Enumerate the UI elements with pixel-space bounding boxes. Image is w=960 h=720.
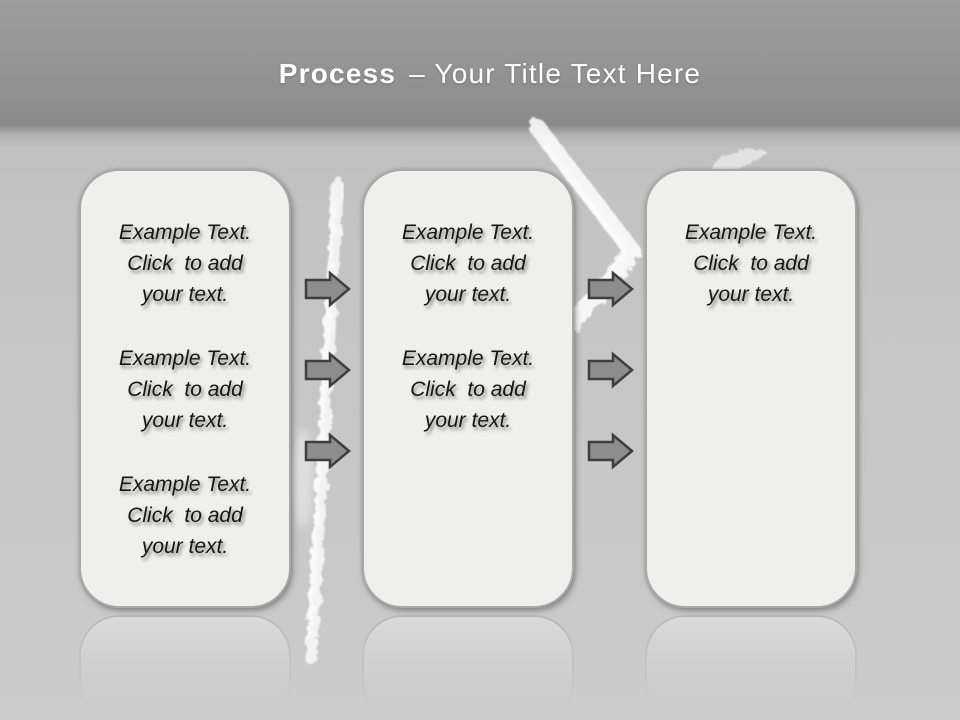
process-step-3-card: Example Text. Click to add your text. [645, 169, 857, 608]
text-placeholder[interactable]: Example Text. Click to add your text. [364, 217, 572, 310]
placeholder-line: your text. [141, 409, 229, 432]
card-reflection [645, 615, 857, 720]
placeholder-line: Click to add [410, 252, 526, 275]
placeholder-line: Click to add [693, 252, 809, 275]
arrow-right-icon [587, 270, 634, 308]
chalk-vertical-streak-icon [305, 177, 344, 664]
placeholder-line: your text. [424, 409, 512, 432]
process-step-1-card: Example Text. Click to add your text. Ex… [79, 169, 291, 608]
placeholder-line: Example Text. [118, 221, 252, 244]
placeholder-line: your text. [424, 283, 512, 306]
placeholder-line: Example Text. [401, 221, 535, 244]
placeholder-line: your text. [141, 283, 229, 306]
text-placeholder[interactable]: Example Text. Click to add your text. [81, 469, 289, 562]
text-placeholder[interactable]: Example Text. Click to add your text. [81, 343, 289, 436]
placeholder-line: your text. [707, 283, 795, 306]
arrow-right-icon [587, 432, 634, 470]
placeholder-line: Example Text. [118, 473, 252, 496]
placeholder-line: Example Text. [401, 347, 535, 370]
process-step-2-card: Example Text. Click to add your text. Ex… [362, 169, 574, 608]
card-text-area: Example Text. Click to add your text. [647, 171, 855, 310]
text-placeholder[interactable]: Example Text. Click to add your text. [647, 217, 855, 310]
card-reflection [79, 615, 291, 720]
card-reflection [362, 615, 574, 720]
placeholder-line: Click to add [127, 504, 243, 527]
placeholder-line: your text. [141, 535, 229, 558]
card-text-area: Example Text. Click to add your text. Ex… [81, 171, 289, 562]
placeholder-line: Example Text. [684, 221, 818, 244]
slide-title: Process – Your Title Text Here [0, 57, 960, 91]
slide-title-keyword: Process [278, 58, 397, 89]
slide-title-rest: – Your Title Text Here [409, 58, 702, 89]
text-placeholder[interactable]: Example Text. Click to add your text. [364, 343, 572, 436]
placeholder-line: Example Text. [118, 347, 252, 370]
arrow-right-icon [587, 351, 634, 389]
text-placeholder[interactable]: Example Text. Click to add your text. [81, 217, 289, 310]
card-text-area: Example Text. Click to add your text. Ex… [364, 171, 572, 436]
arrow-right-icon [304, 432, 351, 470]
placeholder-line: Click to add [410, 378, 526, 401]
placeholder-line: Click to add [127, 252, 243, 275]
arrow-right-icon [304, 351, 351, 389]
placeholder-line: Click to add [127, 378, 243, 401]
arrow-right-icon [304, 270, 351, 308]
